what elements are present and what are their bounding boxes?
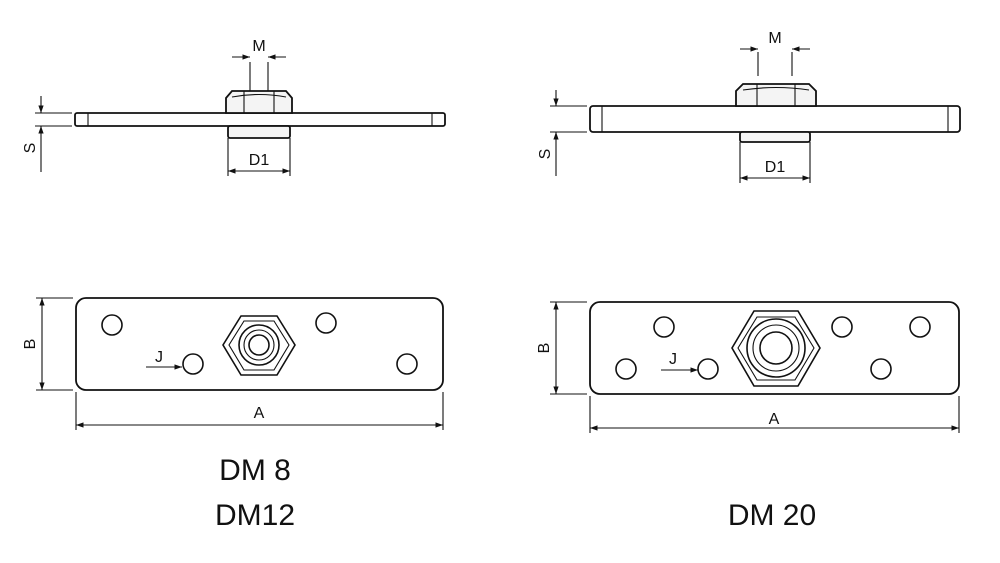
plate-top-large: [589, 301, 960, 395]
label-a-right: A: [769, 411, 780, 428]
mounting-hole: [831, 316, 853, 338]
mounting-hole: [909, 316, 931, 338]
mounting-hole: [615, 358, 637, 380]
nut-side-small: [225, 90, 293, 114]
label-b-right: B: [536, 343, 553, 354]
label-m-right: M: [768, 30, 781, 47]
label-b-left: B: [22, 339, 39, 350]
label-d1-left: D1: [249, 152, 270, 169]
mounting-hole: [315, 312, 337, 334]
caption-dm8: DM 8: [219, 454, 291, 487]
collar-side-large: [739, 131, 811, 143]
side-view-small: [35, 54, 446, 176]
label-d1-right: D1: [765, 159, 786, 176]
hex-nut-top-small: [222, 315, 296, 376]
side-view-large: [550, 46, 961, 183]
hex-nut-top-large: [731, 310, 821, 387]
mounting-hole: [182, 353, 204, 375]
label-a-left: A: [254, 405, 265, 422]
collar-side-small: [227, 125, 291, 139]
mounting-hole: [653, 316, 675, 338]
label-m-left: M: [252, 38, 265, 55]
caption-dm12: DM12: [215, 499, 295, 532]
plate-side-large: [589, 105, 961, 133]
label-s-left: S: [22, 143, 39, 154]
mounting-hole: [870, 358, 892, 380]
label-j-left: J: [155, 349, 163, 366]
mounting-hole: [697, 358, 719, 380]
top-view-small: [36, 297, 444, 430]
plate-side-small: [74, 112, 446, 127]
nut-side-large: [735, 83, 817, 107]
top-view-large: [550, 301, 960, 433]
mounting-hole: [101, 314, 123, 336]
caption-dm20: DM 20: [728, 499, 816, 532]
label-s-right: S: [537, 149, 554, 160]
label-j-right: J: [669, 351, 677, 368]
plate-top-small: [75, 297, 444, 391]
mounting-hole: [396, 353, 418, 375]
